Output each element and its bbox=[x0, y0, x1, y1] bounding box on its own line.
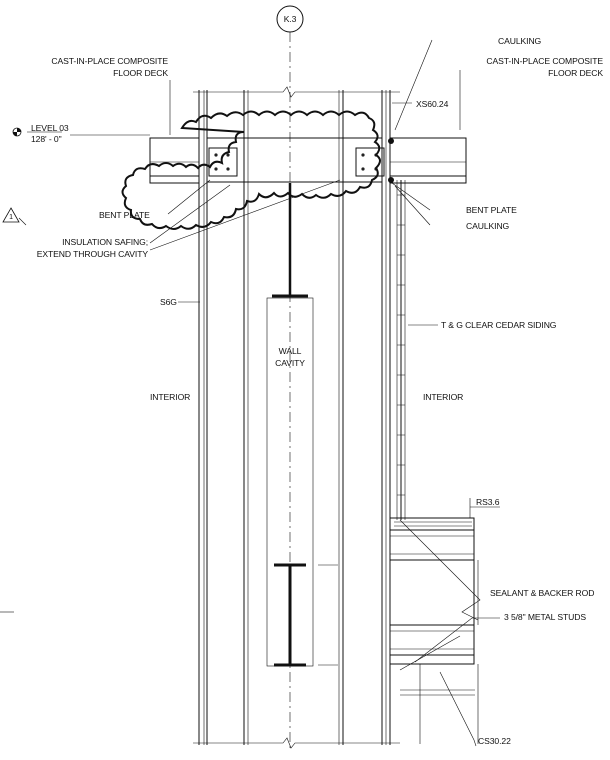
lower-framing bbox=[389, 517, 479, 744]
cavity-framing bbox=[266, 183, 338, 667]
bent-plate-right-label: BENT PLATE bbox=[466, 205, 517, 215]
annotations: CAST-IN-PLACE COMPOSITE FLOOR DECK LEVEL… bbox=[31, 36, 603, 746]
leader-lines bbox=[0, 39, 500, 747]
level-marker bbox=[12, 127, 22, 137]
wall-cavity-label-2: CAVITY bbox=[275, 358, 305, 368]
metal-studs-label: 3 5/8" METAL STUDS bbox=[504, 612, 586, 622]
revision-tag: 1 bbox=[2, 207, 27, 226]
floor-deck-right-label-2: FLOOR DECK bbox=[548, 68, 603, 78]
siding-label: T & G CLEAR CEDAR SIDING bbox=[441, 320, 557, 330]
insulation-label-2: EXTEND THROUGH CAVITY bbox=[37, 249, 149, 259]
level-elevation: 128' - 0" bbox=[31, 134, 62, 144]
insulation-label-1: INSULATION SAFING; bbox=[62, 237, 148, 247]
grid-bubble: K.3 bbox=[276, 5, 304, 750]
cs-tag: CS30.22 bbox=[478, 736, 511, 746]
caulking-right-label: CAULKING bbox=[466, 221, 510, 231]
bent-plate-right bbox=[355, 147, 385, 177]
floor-deck-left-label-2: FLOOR DECK bbox=[113, 68, 168, 78]
level-name: LEVEL 03 bbox=[31, 123, 69, 133]
s6g-tag: S6G bbox=[160, 297, 177, 307]
sealant-label: SEALANT & BACKER ROD bbox=[490, 588, 594, 598]
insulation-safing bbox=[206, 137, 383, 183]
floor-deck-assembly bbox=[149, 137, 467, 184]
bent-plate-left-label: BENT PLATE bbox=[99, 210, 150, 220]
rs-tag: RS3.6 bbox=[476, 497, 500, 507]
floor-deck-left-label-1: CAST-IN-PLACE COMPOSITE bbox=[51, 56, 168, 66]
xs-tag: XS60.24 bbox=[416, 99, 449, 109]
wall-layers bbox=[193, 86, 406, 749]
floor-deck-right-label-1: CAST-IN-PLACE COMPOSITE bbox=[486, 56, 603, 66]
bent-plate-left bbox=[208, 147, 238, 177]
grid-bubble-label: K.3 bbox=[284, 14, 297, 24]
caulking-top-label: CAULKING bbox=[498, 36, 542, 46]
interior-left-label: INTERIOR bbox=[150, 392, 190, 402]
revision-cloud bbox=[121, 110, 381, 230]
wall-cavity-label-1: WALL bbox=[279, 346, 302, 356]
revision-tag-number: 1 bbox=[9, 214, 13, 221]
interior-right-label: INTERIOR bbox=[423, 392, 463, 402]
